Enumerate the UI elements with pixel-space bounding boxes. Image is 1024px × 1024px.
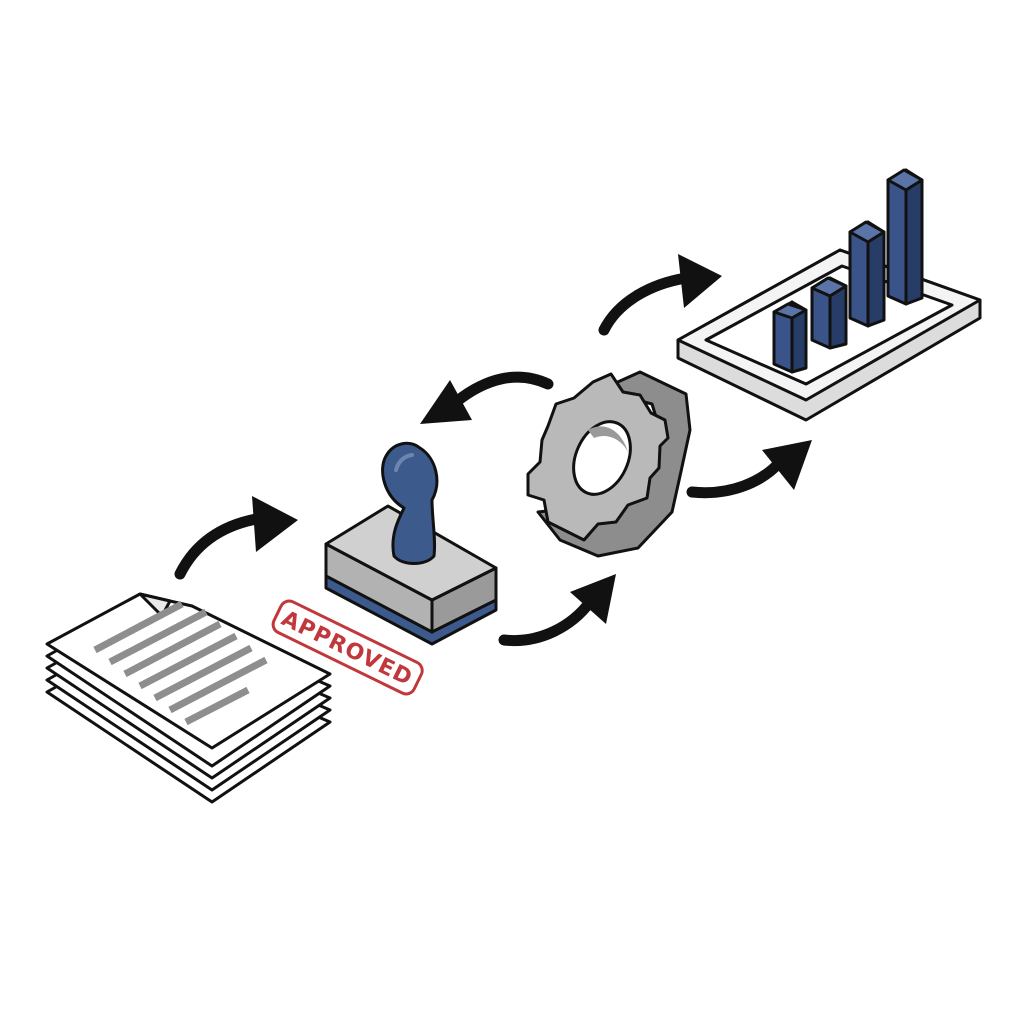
- arrow-documents-to-approval: [174, 496, 298, 580]
- arrow-processing-to-approval: [420, 371, 554, 424]
- gear-hole-shadow: [588, 426, 628, 452]
- chart-bar: [810, 276, 848, 350]
- chart-bar: [772, 300, 808, 374]
- chart-bar: [886, 168, 924, 306]
- arrow-approval-to-processing: [498, 574, 616, 647]
- document-text-lines: [93, 600, 268, 726]
- gear-icon: [526, 370, 692, 558]
- bar-chart-tablet-icon: [676, 168, 982, 422]
- flow-arrows: [174, 254, 812, 647]
- arrow-processing-to-results-upper: [598, 254, 722, 336]
- chart-bar: [848, 220, 886, 328]
- rubber-stamp-icon: [324, 441, 498, 646]
- arrow-processing-to-results: [686, 440, 812, 499]
- stamp-handle: [381, 441, 439, 565]
- stamp-handle-highlight: [394, 453, 414, 472]
- document-stack-icon: [45, 592, 332, 804]
- gear-hole: [572, 420, 632, 496]
